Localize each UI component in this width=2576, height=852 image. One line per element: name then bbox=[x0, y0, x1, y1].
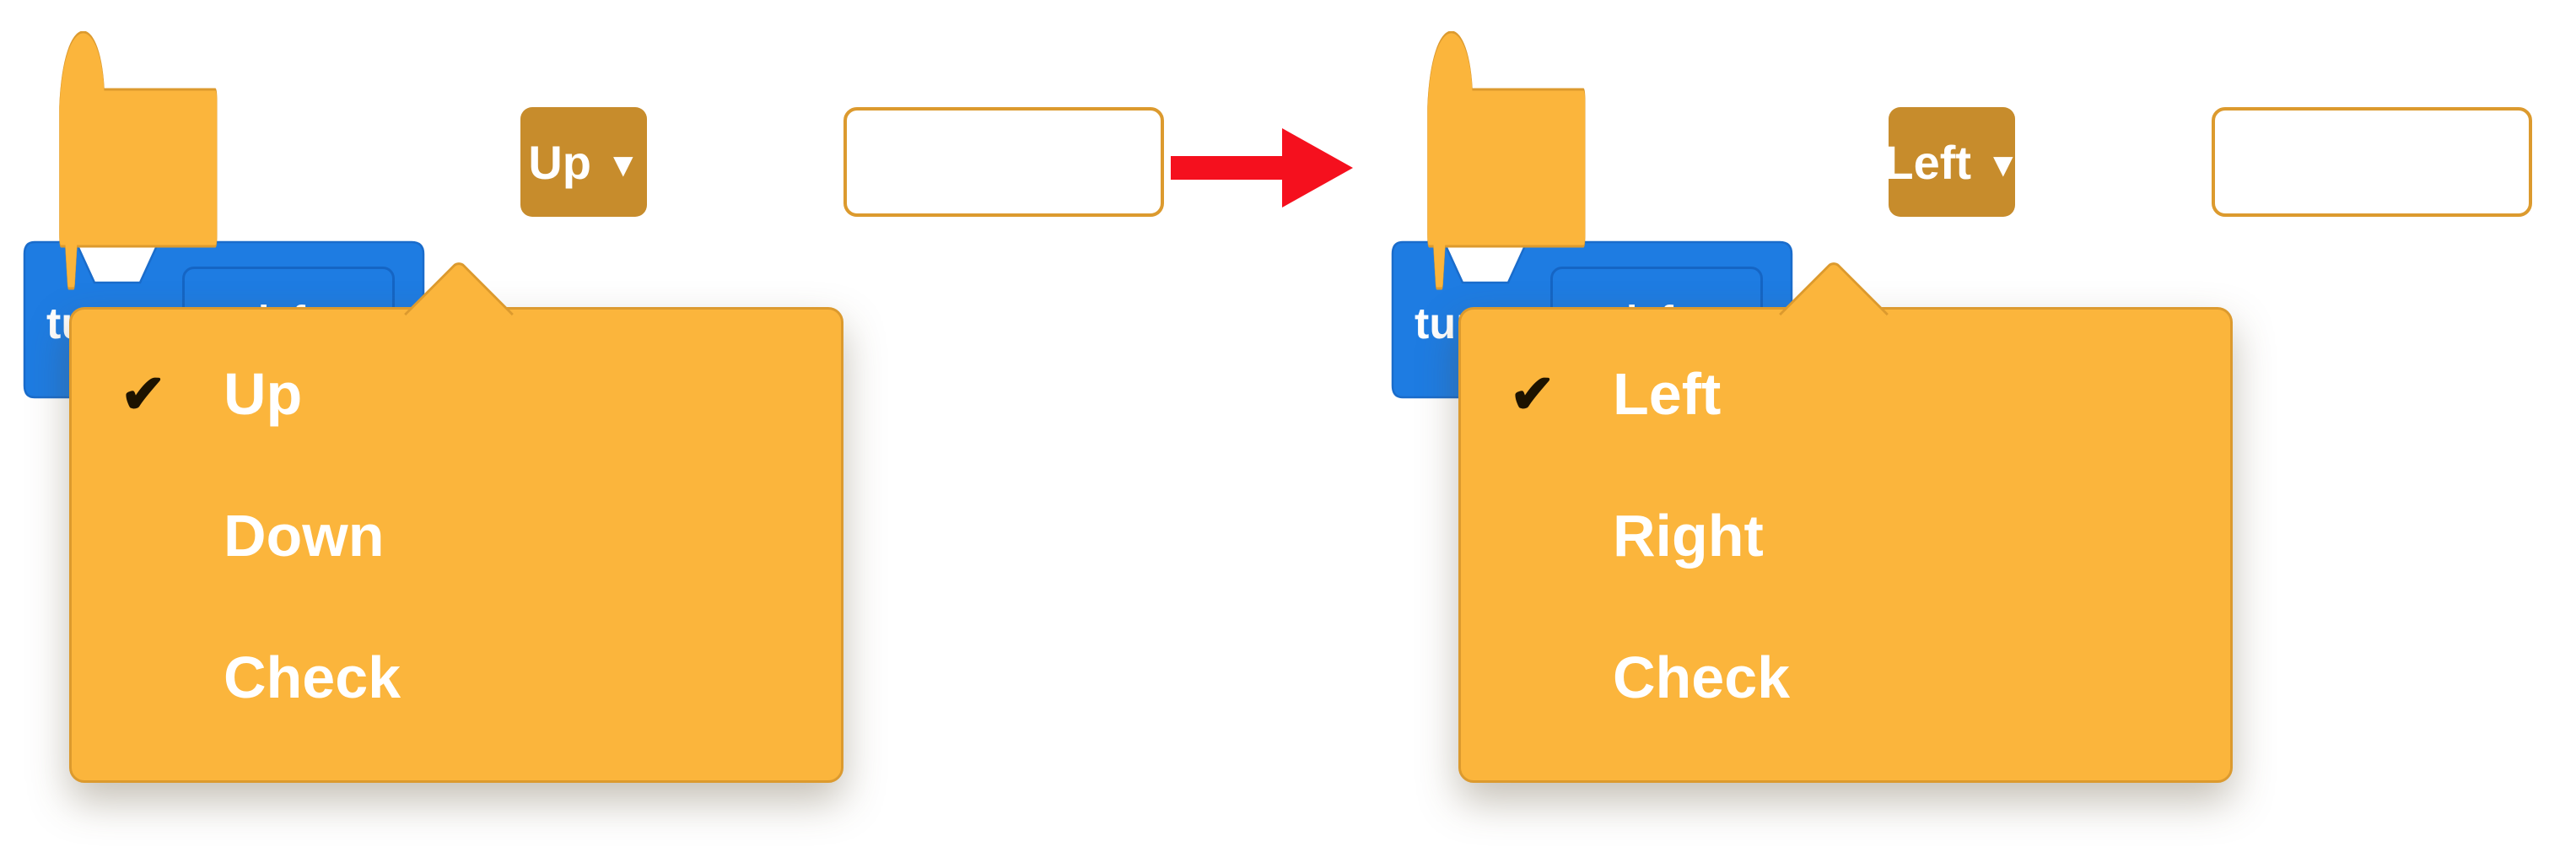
check-icon: ✔ bbox=[121, 364, 166, 424]
brain-button-dropdown-menu: ✔ Up Down Check bbox=[69, 307, 843, 783]
menu-item-up[interactable]: ✔ Up bbox=[72, 323, 841, 465]
transition-arrow-icon bbox=[1171, 128, 1353, 208]
menu-item-label: Check bbox=[224, 644, 401, 710]
brain-button-dropdown-menu: ✔ Left Right Check bbox=[1458, 307, 2233, 783]
menu-item-label: Up bbox=[224, 361, 303, 427]
arrow-shaft bbox=[1171, 156, 1285, 180]
brain-button-value: Left bbox=[1884, 135, 1972, 189]
brain-button-dropdown[interactable]: Up ▼ bbox=[520, 107, 648, 217]
when-brain-button-hat-block[interactable]: when Brain Up ▼ button pressed ▼ bbox=[32, 25, 1198, 290]
brain-button-value: Up bbox=[528, 135, 592, 189]
menu-item-check[interactable]: Check bbox=[1461, 607, 2230, 748]
menu-item-down[interactable]: Down bbox=[72, 465, 841, 607]
when-brain-label: when Brain bbox=[1609, 135, 1865, 189]
script-after: turn left when Brain Left ▼ button press… bbox=[1368, 0, 2566, 852]
dropdown-caret-icon: ▼ bbox=[606, 147, 640, 184]
hat-block-shape bbox=[1427, 31, 1586, 290]
button-state-dropdown[interactable]: pressed ▼ bbox=[2211, 107, 2532, 217]
when-brain-label: when Brain bbox=[241, 135, 497, 189]
hat-block-shape bbox=[59, 31, 218, 290]
when-brain-button-hat-block[interactable]: when Brain Left ▼ button pressed ▼ bbox=[1400, 25, 2566, 290]
menu-item-label: Down bbox=[224, 503, 385, 569]
dropdown-caret-icon: ▼ bbox=[1986, 147, 2020, 184]
menu-item-label: Check bbox=[1613, 644, 1791, 710]
menu-item-right[interactable]: Right bbox=[1461, 465, 2230, 607]
button-label: button bbox=[671, 135, 819, 189]
button-state-value: pressed bbox=[888, 135, 1070, 189]
button-label: button bbox=[2040, 135, 2187, 189]
brain-button-dropdown[interactable]: Left ▼ bbox=[1884, 107, 2020, 217]
button-state-value: pressed bbox=[2256, 135, 2439, 189]
dropdown-caret-icon: ▼ bbox=[2453, 147, 2487, 184]
button-state-dropdown[interactable]: pressed ▼ bbox=[843, 107, 1164, 217]
menu-item-label: Left bbox=[1613, 361, 1722, 427]
menu-item-label: Right bbox=[1613, 503, 1764, 569]
menu-item-check[interactable]: Check bbox=[72, 607, 841, 748]
menu-item-left[interactable]: ✔ Left bbox=[1461, 323, 2230, 465]
check-icon: ✔ bbox=[1510, 364, 1555, 424]
arrow-head bbox=[1282, 128, 1353, 208]
dropdown-caret-icon: ▼ bbox=[1085, 147, 1118, 184]
script-before: turn left when Brain Up ▼ button pressed… bbox=[0, 0, 1198, 852]
